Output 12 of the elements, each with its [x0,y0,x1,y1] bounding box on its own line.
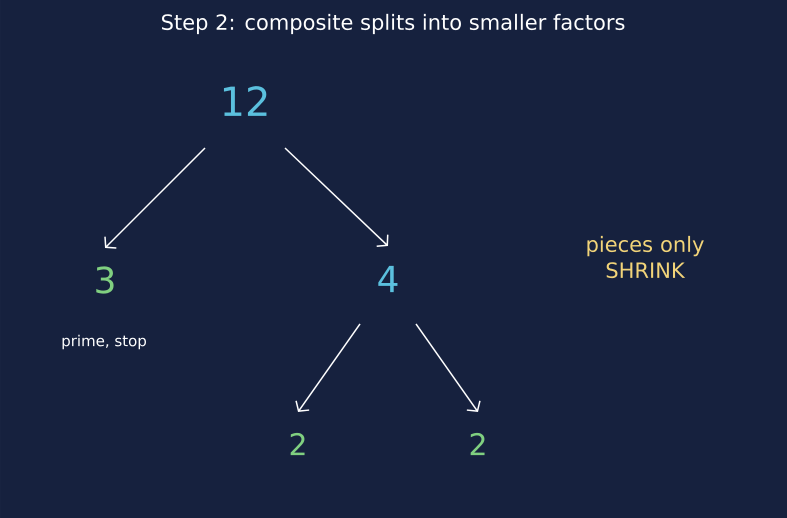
arrow [284,147,388,248]
number: 3 [96,266,114,294]
number: 2 [290,432,305,456]
number: 2 [470,432,485,456]
number: 12 [224,86,266,116]
number: 4 [378,266,398,292]
arrow [295,324,361,412]
note-text: pieces only SHRINK [587,236,704,278]
arrow [104,147,206,249]
arrow [415,324,481,412]
annotation: prime, stop [62,334,146,350]
title: Step 2: composite splits into smaller factors [162,14,624,34]
